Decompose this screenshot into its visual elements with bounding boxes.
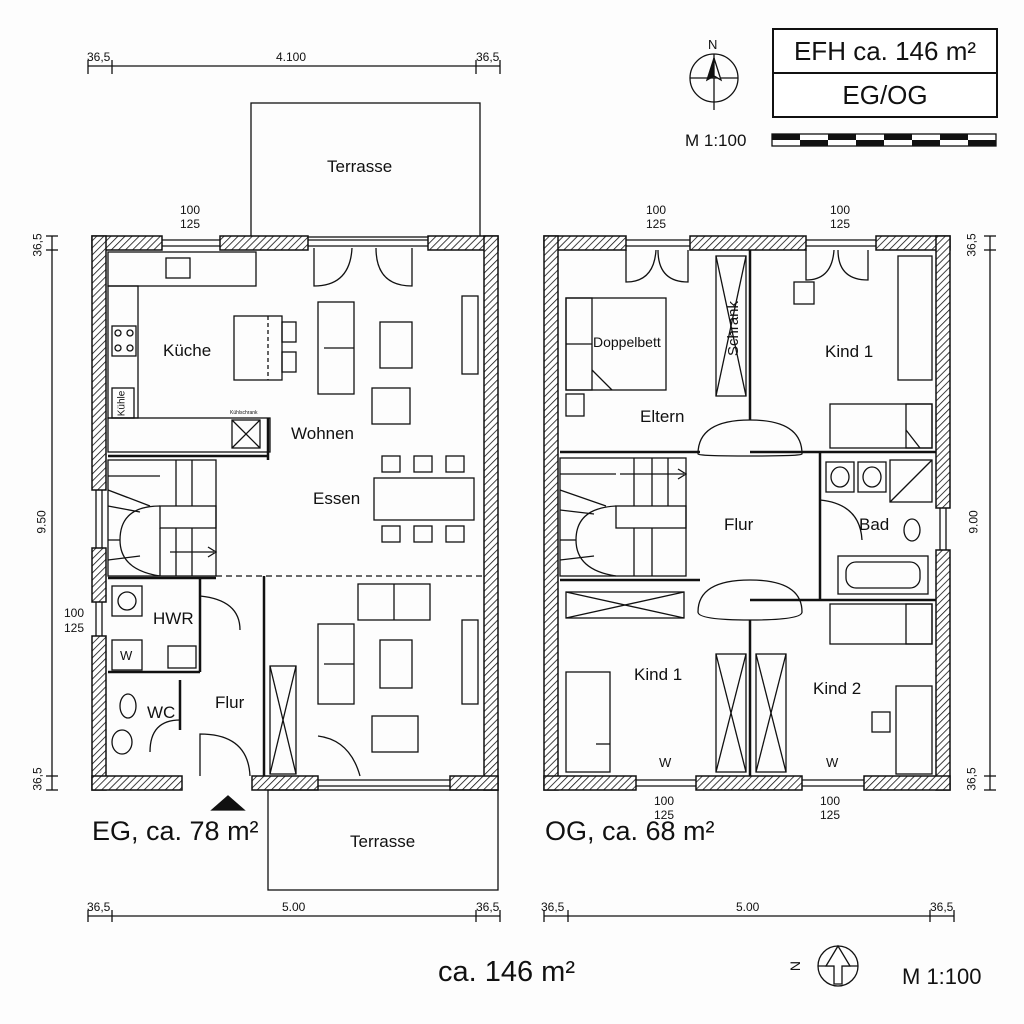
eg-room-wohnen: Wohnen	[291, 424, 355, 443]
eg-room-terrasse-bottom: Terrasse	[350, 832, 416, 851]
north-label-bottom: N	[787, 960, 804, 972]
og-dim-bottom-mid: 5.00	[736, 900, 760, 914]
og-dim-bottom-left: 36,5	[541, 900, 565, 914]
subtitle-box: EG/OG	[772, 72, 998, 118]
og-dim-side-mid: 9.00	[966, 510, 981, 534]
og-dim-window2-b: 125	[830, 217, 851, 231]
og-outer-walls	[543, 235, 951, 791]
og-label-schrank: Schrank	[725, 300, 743, 357]
og-label-w2: W	[826, 755, 839, 770]
scale-label-top: M 1:100	[685, 131, 747, 150]
og-label-w1: W	[659, 755, 672, 770]
og-plan	[543, 235, 996, 922]
og-dim-window1-b: 125	[646, 217, 667, 231]
eg-dim-window-b: 125	[180, 217, 201, 231]
eg-label-kuehlschrank: Kühlschrank	[230, 410, 258, 416]
og-room-kind2: Kind 2	[813, 679, 862, 698]
og-dim-bottom-right: 36,5	[930, 900, 954, 914]
total-area: ca. 146 m²	[438, 956, 575, 988]
og-dim-bottom-window2-a: 100	[820, 794, 841, 808]
og-dim-window2-a: 100	[830, 203, 851, 217]
plan-title: EFH ca. 146 m²	[793, 35, 977, 66]
og-dim-bottom-window1-b: 125	[654, 808, 675, 822]
eg-room-kuehl: Kühle	[116, 390, 128, 417]
og-dim-window1-a: 100	[646, 203, 667, 217]
og-room-eltern: Eltern	[640, 407, 685, 426]
og-dim-bottom-window2-b: 125	[820, 808, 841, 822]
og-room-flur: Flur	[724, 515, 754, 534]
og-label-doppelbett: Doppelbett	[593, 334, 661, 350]
eg-room-kueche: Küche	[163, 341, 212, 360]
north-arrow-top-icon	[689, 53, 739, 110]
eg-dim-bottom-right: 36,5	[476, 900, 500, 914]
og-caption: OG, ca. 68 m²	[545, 816, 715, 846]
eg-room-hwr: HWR	[153, 609, 194, 628]
eg-caption: EG, ca. 78 m²	[92, 816, 259, 846]
og-room-bad: Bad	[859, 515, 890, 534]
eg-dim-side-top: 36,5	[30, 233, 45, 257]
eg-plan	[46, 60, 501, 922]
eg-dim-bottom-mid: 5.00	[282, 900, 306, 914]
og-stairs	[559, 457, 688, 577]
north-arrow-bottom-icon	[817, 944, 859, 987]
eg-room-flur: Flur	[215, 693, 245, 712]
og-dim-side-top: 36,5	[964, 233, 979, 257]
eg-outer-walls	[91, 235, 499, 791]
eg-room-wc: WC	[147, 703, 176, 722]
eg-dim-side-window-a: 100	[64, 606, 85, 620]
eg-room-essen: Essen	[313, 489, 361, 508]
og-room-kind1-bottom: Kind 1	[634, 665, 683, 684]
eg-dim-top-mid: 4.100	[276, 50, 307, 64]
eg-dim-top-right: 36,5	[476, 50, 500, 64]
scale-label-bottom: M 1:100	[902, 964, 982, 989]
title-box: EFH ca. 146 m²	[772, 28, 998, 74]
plan-subtitle: EG/OG	[842, 79, 928, 110]
north-label-top: N	[708, 37, 718, 52]
eg-label-hwr-w: W	[120, 648, 133, 663]
og-dim-side-bottom: 36,5	[964, 767, 979, 791]
eg-dim-top-left: 36,5	[87, 50, 111, 64]
eg-dim-bottom-left: 36,5	[87, 900, 111, 914]
eg-stairs	[107, 459, 218, 577]
og-dim-bottom-window1-a: 100	[654, 794, 675, 808]
og-room-kind1-top: Kind 1	[825, 342, 874, 361]
eg-dim-window-a: 100	[180, 203, 201, 217]
eg-dim-side-window-b: 125	[64, 621, 85, 635]
scale-bar	[771, 133, 997, 147]
eg-dim-side-bottom: 36,5	[30, 767, 45, 791]
eg-dim-side-mid: 9.50	[34, 510, 49, 534]
eg-room-terrasse-top: Terrasse	[327, 157, 393, 176]
